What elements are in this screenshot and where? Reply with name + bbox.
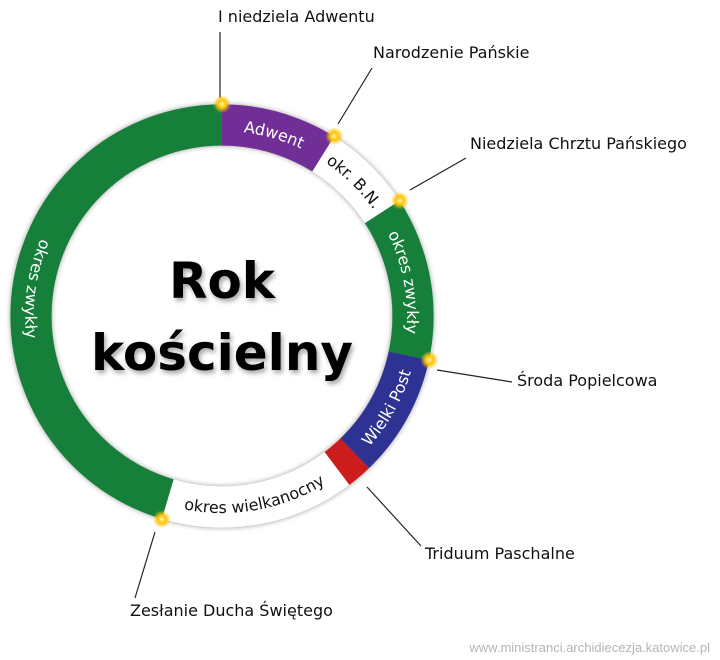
callout-sroda-popielcowa: Środa Popielcowa [517,371,657,390]
callout-lines [134,32,513,599]
leader-line-niedziela-chrztu [409,157,467,191]
ring-inner-edge [51,145,393,487]
star-marker-icon [390,191,409,210]
callout-zeslanie-ducha: Zesłanie Ducha Świętego [130,601,333,620]
watermark: www.ministranci.archidiecezja.katowice.p… [468,640,710,655]
callout-narodzenie-panskie: Narodzenie Pańskie [373,43,529,62]
callout-i-niedziela-adwentu: I niedziela Adwentu [218,7,375,26]
boundary-markers [152,95,439,529]
leader-line-zeslanie-ducha [134,531,156,599]
segment-wielki-post [340,351,430,469]
star-marker-icon [152,510,171,529]
segment-adwent [222,104,335,172]
segment-okres-zwykly-1 [364,200,434,361]
segment-okres-zwykly-2 [9,104,222,520]
ring [9,103,435,529]
segment-okres-bn [312,136,400,224]
star-marker-icon [325,127,344,146]
star-marker-icon [420,351,439,370]
leader-line-triduum-paschalne [366,486,422,547]
leader-line-narodzenie-panskie [337,67,373,125]
title-line-2: kościelny [91,324,353,382]
segment-triduum [324,438,370,486]
leader-line-sroda-popielcowa [436,369,513,383]
title-line-1: Rok [169,252,277,310]
callout-niedziela-chrztu: Niedziela Chrztu Pańskiego [470,134,687,153]
star-marker-icon [213,95,231,113]
callout-triduum-paschalne: Triduum Paschalne [424,544,575,563]
segment-okres-wielkanocny [161,451,350,528]
